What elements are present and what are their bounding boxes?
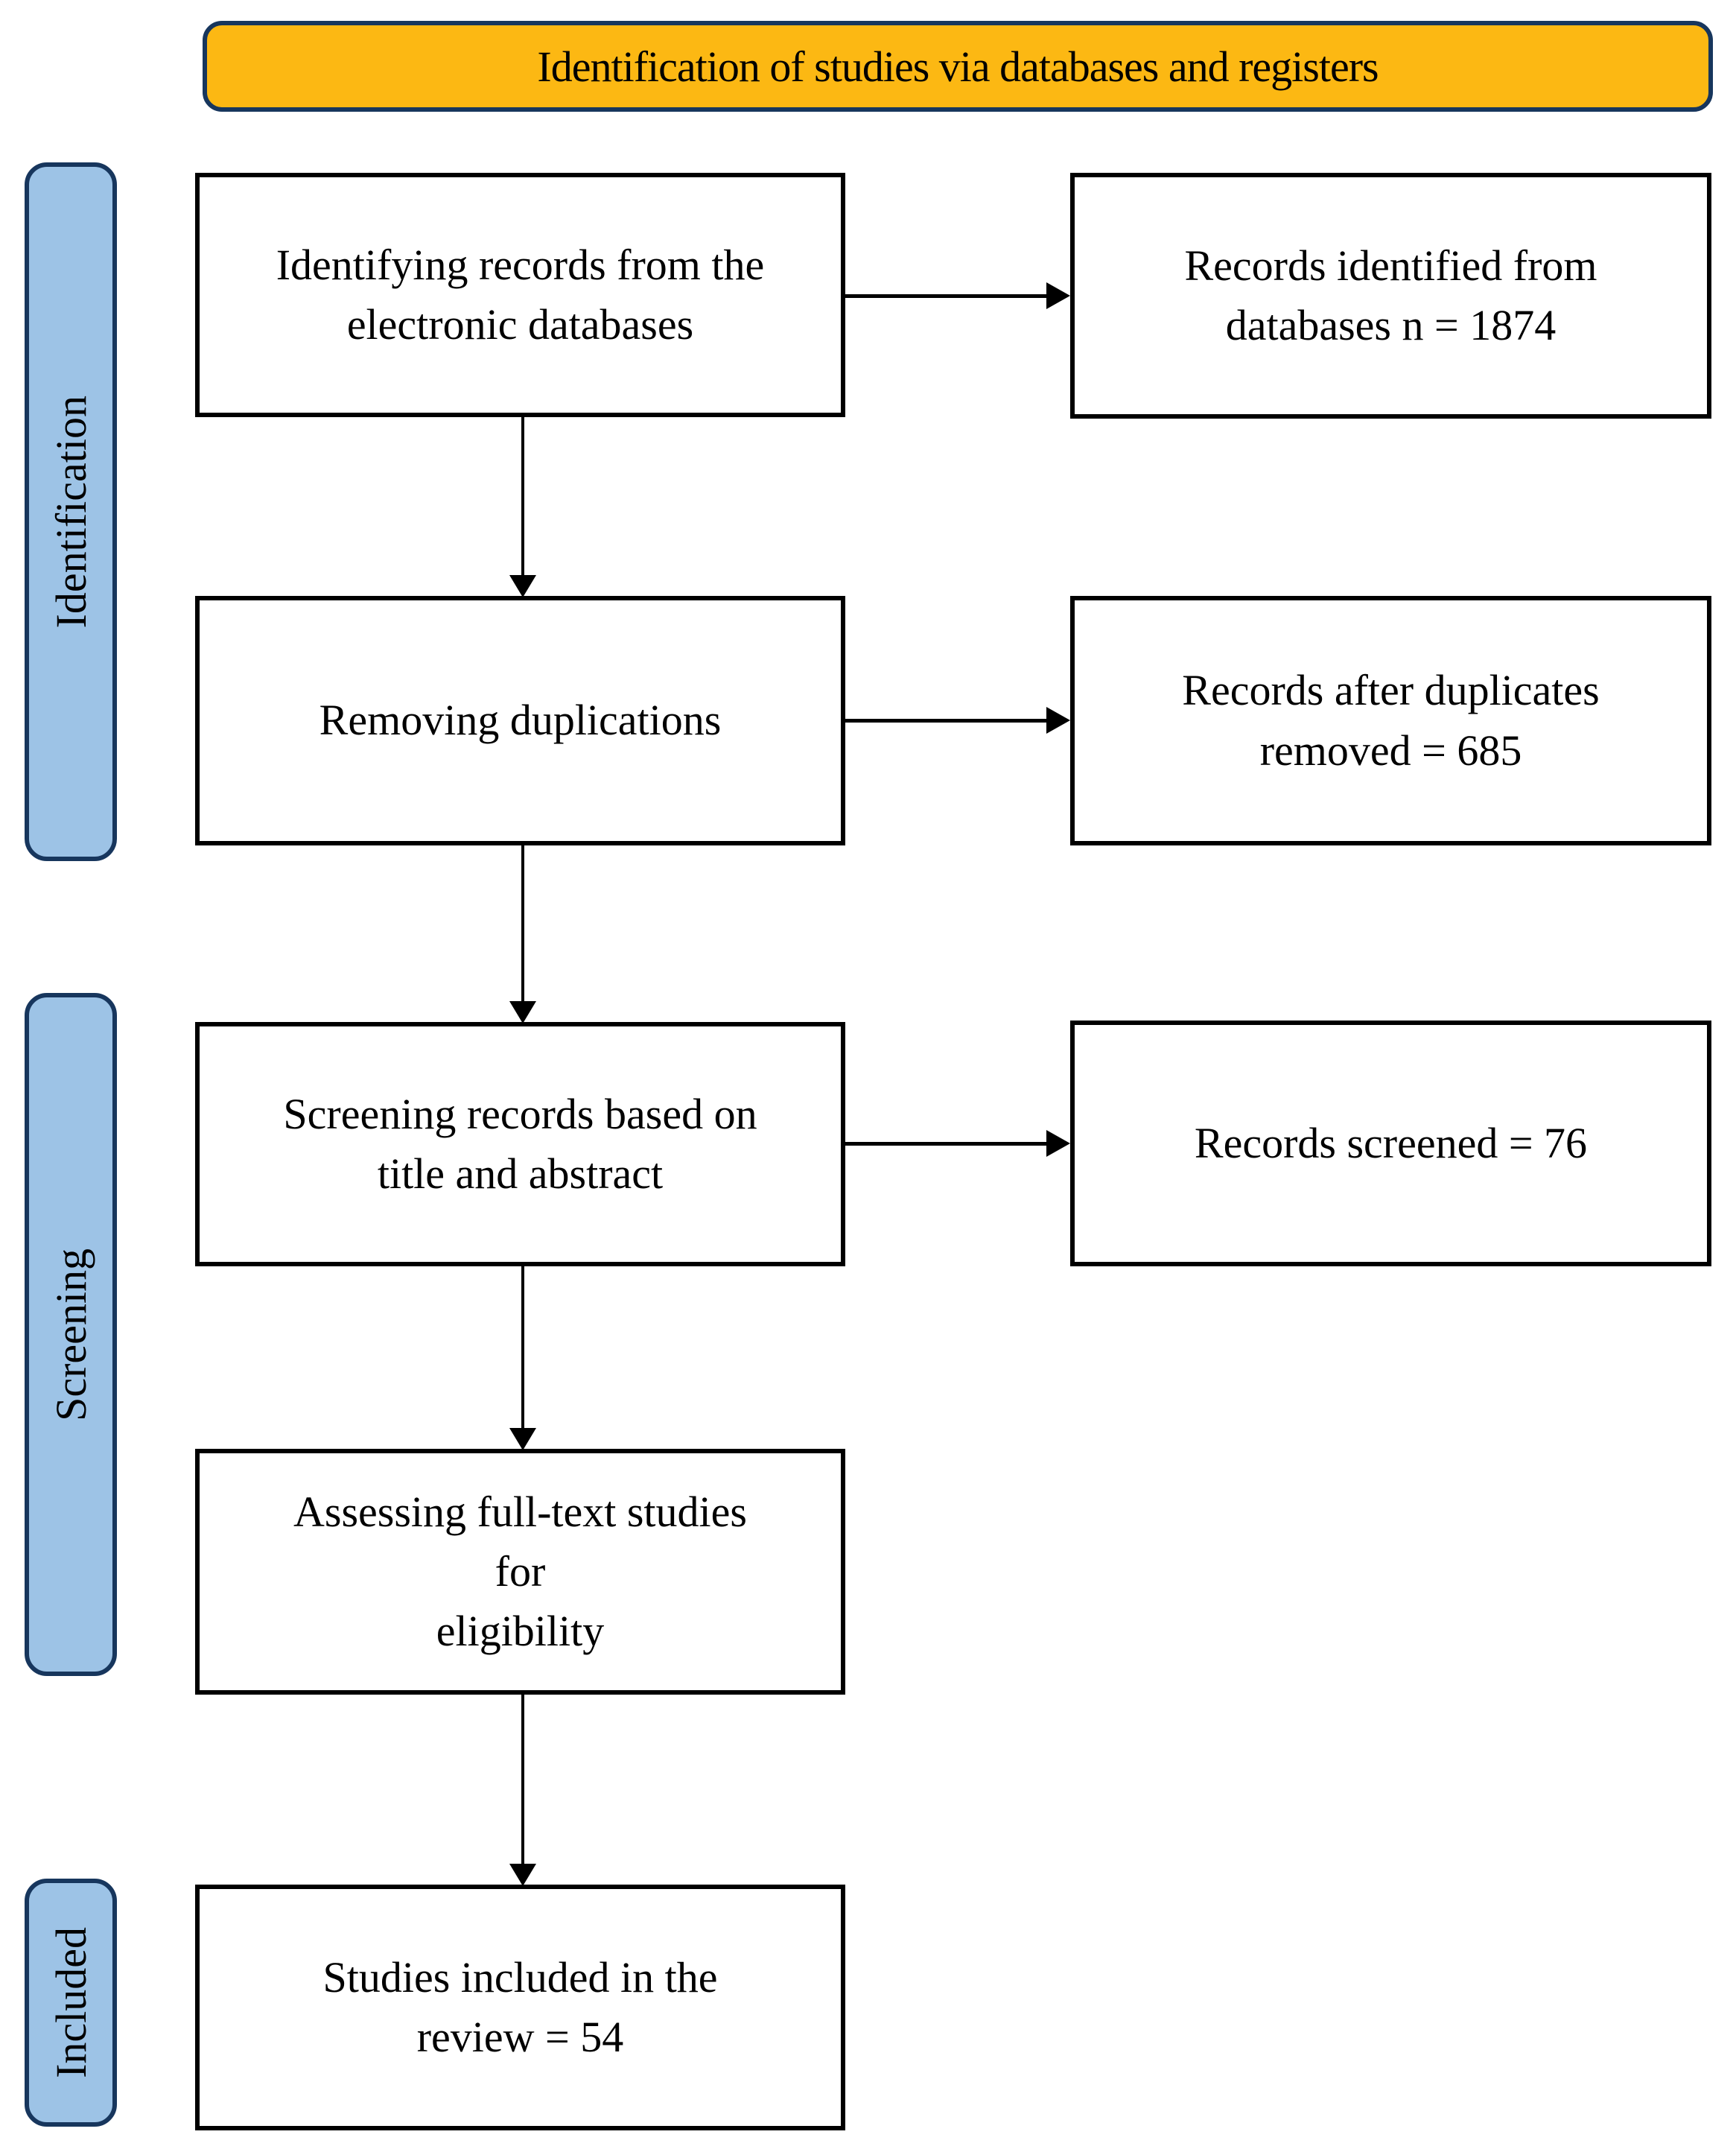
arrow-head	[509, 1428, 536, 1450]
stage-pill-included: Included	[25, 1879, 117, 2127]
arrow-down-icon	[509, 1266, 536, 1450]
arrow-stem	[521, 845, 524, 1004]
stage-pill-screening: Screening	[25, 993, 117, 1676]
process-box-assessing-fulltext: Assessing full-text studies for eligibil…	[195, 1449, 845, 1695]
process-box-removing-duplications: Removing duplications	[195, 596, 845, 845]
arrow-stem	[521, 1266, 524, 1431]
arrow-right-icon	[845, 282, 1070, 309]
arrow-head	[509, 575, 536, 597]
process-box-identifying-records: Identifying records from the electronic …	[195, 173, 845, 417]
arrow-down-icon	[509, 416, 536, 597]
arrow-right-icon	[845, 1130, 1070, 1157]
process-box-screening-records: Screening records based on title and abs…	[195, 1022, 845, 1266]
process-box-text: Screening records based on title and abs…	[283, 1089, 757, 1198]
result-box-duplicates-removed: Records after duplicates removed = 685	[1070, 596, 1711, 845]
arrow-stem	[845, 1142, 1049, 1146]
arrow-stem	[845, 719, 1049, 723]
process-box-text: Studies included in the review = 54	[322, 1952, 718, 2061]
result-box-text: Records identified from databases n = 18…	[1184, 241, 1597, 349]
title-banner: Identification of studies via databases …	[203, 21, 1713, 112]
stage-pill-identification: Identification	[25, 162, 117, 861]
process-box-text: Removing duplications	[319, 696, 722, 745]
arrow-head	[509, 1864, 536, 1886]
stage-label-identification: Identification	[46, 395, 95, 629]
result-box-text: Records screened = 76	[1194, 1118, 1588, 1167]
process-box-studies-included: Studies included in the review = 54	[195, 1885, 845, 2130]
arrow-right-icon	[845, 707, 1070, 734]
result-box-records-screened: Records screened = 76	[1070, 1021, 1711, 1266]
arrow-stem	[845, 294, 1049, 298]
process-box-text: Identifying records from the electronic …	[276, 240, 765, 349]
arrow-head	[509, 1001, 536, 1023]
diagram-title: Identification of studies via databases …	[537, 42, 1379, 91]
arrow-down-icon	[509, 1695, 536, 1886]
arrow-head	[1046, 1130, 1070, 1157]
result-box-records-identified: Records identified from databases n = 18…	[1070, 173, 1711, 419]
arrow-stem	[521, 1695, 524, 1867]
arrow-down-icon	[509, 845, 536, 1023]
stage-label-screening: Screening	[46, 1248, 95, 1421]
stage-label-included: Included	[46, 1927, 95, 2078]
arrow-head	[1046, 707, 1070, 734]
arrow-head	[1046, 282, 1070, 309]
result-box-text: Records after duplicates removed = 685	[1182, 666, 1600, 775]
process-box-text: Assessing full-text studies for eligibil…	[293, 1487, 747, 1656]
arrow-stem	[521, 416, 524, 578]
